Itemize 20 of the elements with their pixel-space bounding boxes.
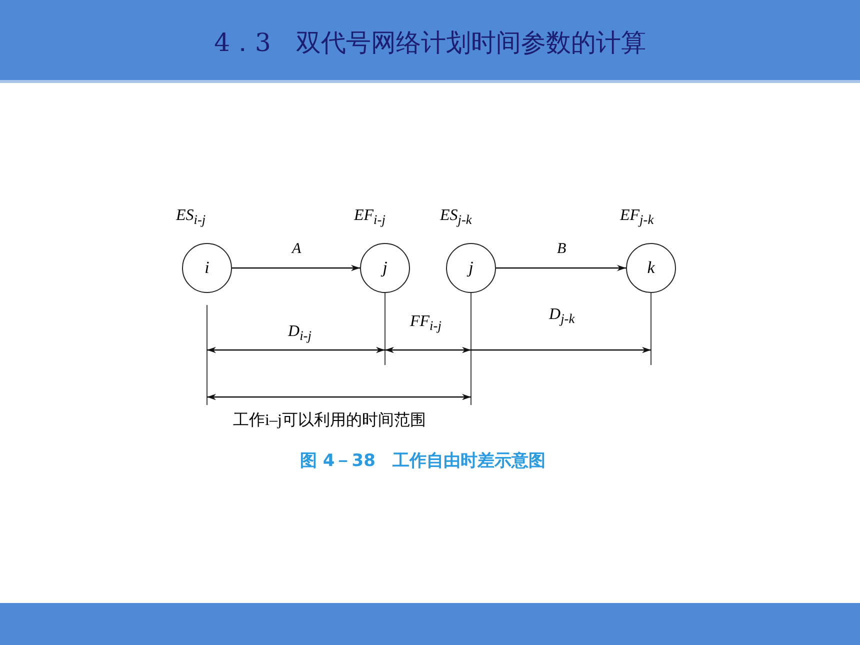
time-label: EF$_{i-j}$: [354, 207, 386, 228]
dimension-label: D$_{i-j}$: [288, 323, 312, 344]
node-label: j: [466, 257, 474, 279]
event-circle: [446, 243, 496, 293]
arrow: [496, 264, 626, 272]
event-circle: [360, 243, 410, 293]
event-circle: [626, 243, 676, 293]
arrow: [232, 264, 360, 272]
node-label: j: [380, 257, 388, 279]
time-label: ES$_{j-k}$: [440, 207, 472, 228]
figure-caption: 图 4－38 工作自由时差示意图: [300, 450, 546, 472]
dimension-label: D$_{j-k}$: [549, 306, 575, 328]
event-circle: [182, 243, 232, 293]
range-label: 工作i–j可以利用的时间范围: [233, 410, 426, 431]
dimension-label: FF$_{i-j}$: [410, 313, 442, 334]
node-label: k: [646, 257, 656, 279]
time-label: ES$_{i-j}$: [176, 207, 206, 228]
time-label: EF$_{j-k}$: [620, 207, 654, 228]
node-label: i: [204, 257, 210, 279]
slide-title: 4．3 双代号网络计划时间参数的计算: [213, 27, 647, 59]
